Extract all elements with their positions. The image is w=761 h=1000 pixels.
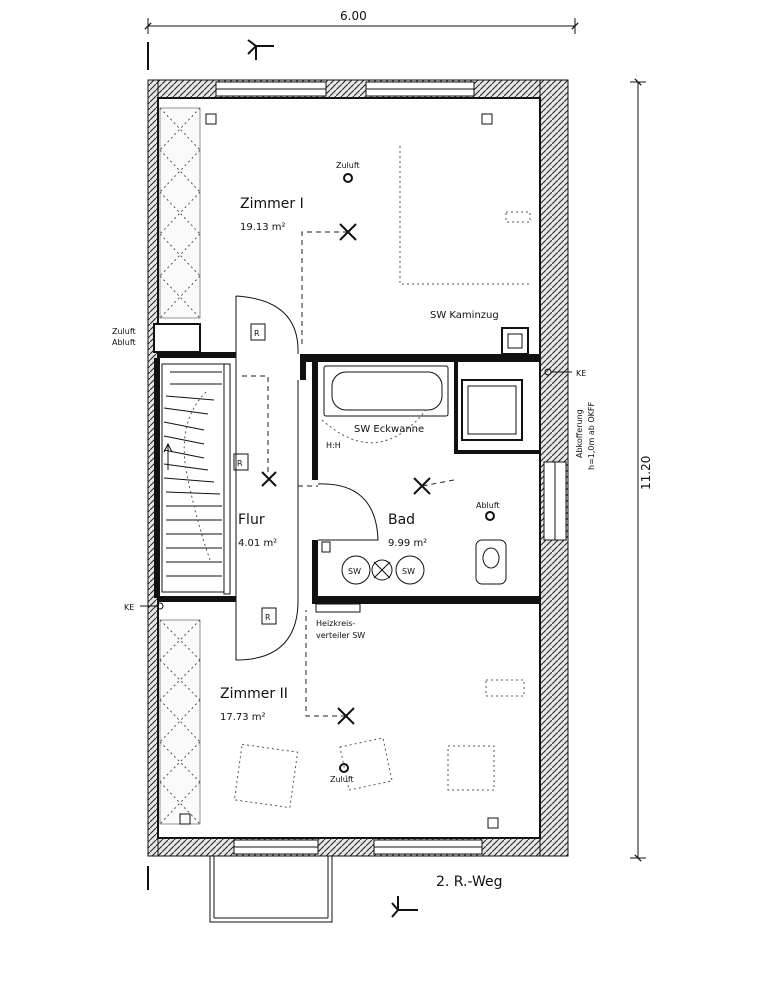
room-flur-area: 4.01 m² [238, 538, 277, 549]
radiator-r3: R [261, 607, 277, 625]
abluft-vent-bad [485, 511, 495, 521]
door-bad [317, 483, 379, 541]
door-flur-bottom [235, 603, 299, 661]
toilet [475, 539, 507, 585]
shower-tray [461, 379, 523, 441]
room-zimmer-1-area: 19.13 m² [240, 222, 286, 233]
section-marker-top [147, 39, 274, 70]
abluft-label-bad: Abluft [476, 501, 500, 510]
zuluft-abluft-label-1: Zuluft [112, 327, 136, 336]
abkofferung-label-1: Abkofferung [575, 409, 584, 458]
ke-marker-right [544, 368, 572, 376]
exterior-walls [147, 79, 569, 857]
room-zimmer-2-area: 17.73 m² [220, 712, 266, 723]
zuluft-label-bottom: Zuluft [330, 775, 354, 784]
dimension-width: 6.00 [144, 9, 579, 34]
ke-marker-left [140, 602, 164, 610]
heizkreis-label-2: verteiler SW [316, 631, 365, 640]
section-marker-bottom [147, 866, 418, 918]
radiator-r1: R [250, 323, 266, 341]
room-bad-name: Bad [388, 512, 415, 528]
dimension-width-label: 6.00 [340, 9, 367, 23]
svg-text:R: R [265, 613, 271, 622]
bathtub [321, 365, 449, 444]
room-bad-area: 9.99 m² [388, 538, 427, 549]
heizkreis-label-1: Heizkreis- [316, 619, 355, 628]
electrical-wiring [242, 231, 455, 717]
sw-label-1: SW [348, 567, 361, 576]
balcony [209, 855, 333, 923]
wash-basins [341, 555, 425, 585]
zuluft-vent-top [343, 173, 353, 183]
room-flur-name: Flur [238, 512, 265, 528]
zuluft-label-top: Zuluft [336, 161, 360, 170]
abkofferung-label-2: h=1,0m ab OKFF [587, 402, 596, 471]
dimension-height-label: 11.20 [639, 456, 653, 490]
svg-text:R: R [254, 329, 260, 338]
furniture-outlines [233, 146, 531, 809]
sw-label-2: SW [402, 567, 415, 576]
rweg-label: 2. R.-Weg [436, 874, 503, 890]
ke-label-right: KE [576, 369, 586, 378]
sockets [179, 113, 499, 829]
zuluft-abluft-label-2: Abluft [112, 338, 136, 347]
radiator-r2: R [233, 453, 249, 471]
room-zimmer-1-name: Zimmer I [240, 196, 304, 212]
ke-label-left: KE [124, 603, 134, 612]
wall-insulation [159, 107, 201, 825]
chimney-shaft [501, 327, 529, 355]
eckwanne-label: SW Eckwanne [354, 424, 424, 435]
room-zimmer-2-name: Zimmer II [220, 686, 288, 702]
door-flur-top [235, 295, 299, 355]
heating-distributor [315, 603, 361, 613]
staircase [161, 363, 225, 593]
dimension-height: 11.20 [630, 78, 653, 862]
zuluft-vent-bottom [339, 763, 349, 773]
kaminzug-label: SW Kaminzug [430, 310, 499, 321]
hh-label: H:H [326, 441, 341, 450]
svg-text:R: R [237, 459, 243, 468]
